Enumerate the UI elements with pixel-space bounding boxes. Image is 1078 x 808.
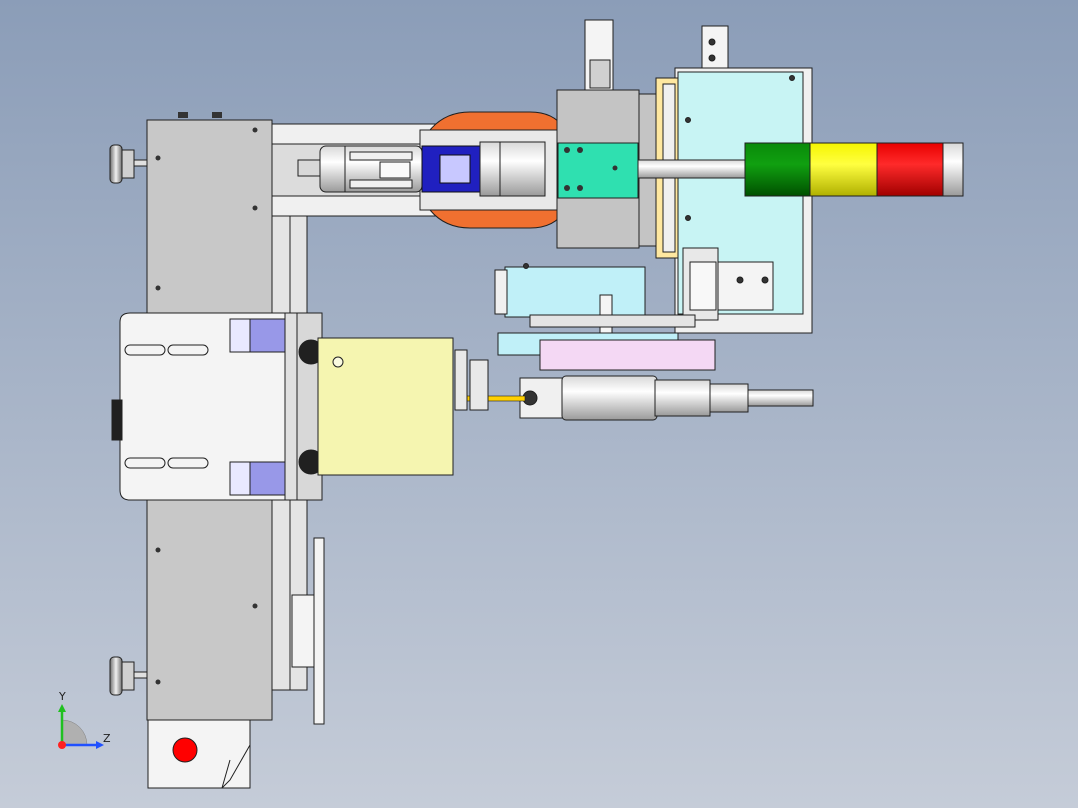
hopper-port (332, 356, 344, 368)
leveling-foot-top (109, 144, 148, 184)
teal-slider-block (557, 142, 639, 199)
signal-tower (744, 142, 964, 197)
triad-z-label: Z (103, 732, 111, 745)
coordinate-triad: Y Z (58, 690, 111, 749)
servo-motor (297, 145, 423, 193)
gripper-cylinder (519, 375, 814, 421)
mounting-plate (111, 312, 298, 501)
gear-assembly (682, 247, 774, 321)
linear-stage (494, 263, 716, 371)
triad-x-axis (58, 741, 66, 749)
nozzle-bracket (454, 349, 489, 411)
signal-tower-red (876, 142, 944, 197)
vertical-post (584, 19, 729, 91)
column-screws (155, 112, 258, 685)
gearbox (479, 141, 546, 197)
leveling-foot-bottom (109, 656, 148, 696)
triad-y-label: Y (58, 690, 66, 703)
signal-tower-green (744, 142, 811, 197)
coupling-window (439, 154, 471, 184)
signal-tower-cap (942, 142, 964, 197)
piston-rod (637, 159, 749, 179)
teal-block-screws (564, 147, 618, 191)
signal-tower-yellow (809, 142, 878, 197)
emergency-stop-button (172, 737, 198, 763)
side-plate (291, 537, 325, 725)
